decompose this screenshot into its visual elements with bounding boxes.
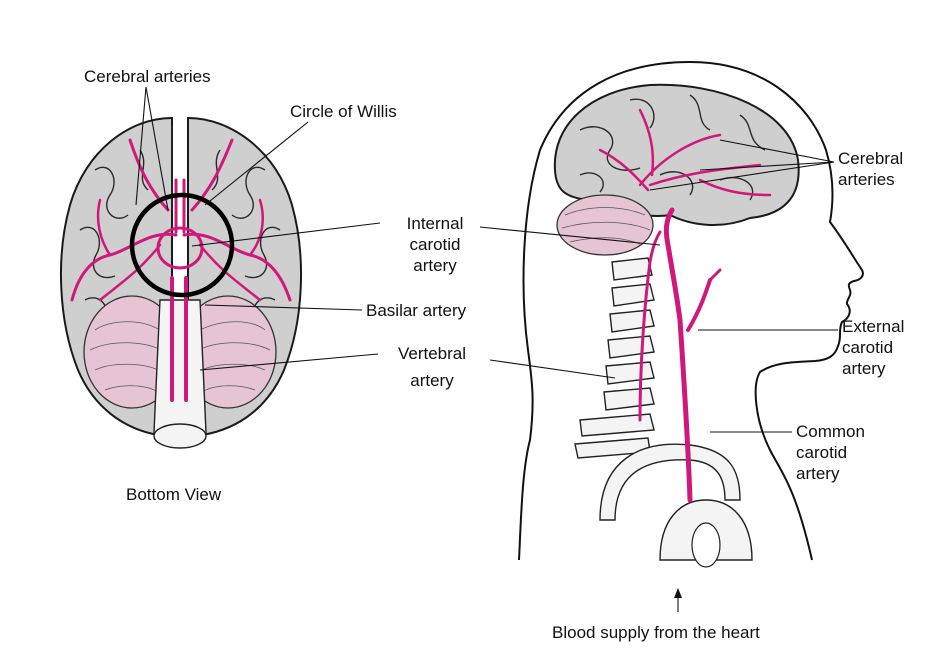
label-external-carotid: External carotid artery — [842, 316, 904, 379]
label-internal-carotid-line3: artery — [413, 256, 457, 275]
caption-bottom-view: Bottom View — [126, 485, 222, 504]
brain-stem — [153, 299, 207, 445]
bottom-view-arteries — [70, 138, 292, 402]
label-external-line3: artery — [842, 359, 886, 378]
label-external-line2: carotid — [842, 338, 894, 357]
label-vertebral-line1: Vertebral — [397, 344, 467, 363]
label-cerebral-arteries-bottom: Cerebral arteries — [84, 67, 211, 86]
side-cerebellum — [556, 194, 654, 256]
label-internal-carotid: Internal carotid artery — [385, 213, 485, 276]
cerebellum-striations — [89, 321, 271, 393]
caption-blood-supply: Blood supply from the heart — [552, 623, 760, 642]
label-common-line3: artery — [796, 464, 840, 483]
head-outline — [518, 60, 864, 561]
circle-of-willis-ring — [129, 192, 235, 298]
label-vertebral-artery: Vertebral artery — [382, 343, 482, 391]
label-cerebral-arteries-side: Cerebral arteries — [838, 148, 903, 190]
label-circle-of-willis: Circle of Willis — [290, 102, 397, 121]
label-common-carotid: Common carotid artery — [796, 421, 865, 484]
heart-inner — [691, 522, 721, 568]
label-internal-carotid-line1: Internal — [406, 214, 464, 233]
label-common-line1: Common — [796, 422, 865, 441]
leader-lines — [135, 86, 838, 612]
spinal-cord-end — [153, 423, 207, 449]
bottom-view-brain — [59, 116, 303, 449]
side-view-arteries — [598, 108, 772, 503]
aortic-arch — [599, 443, 741, 521]
label-internal-carotid-line2: carotid — [409, 235, 461, 254]
label-cerebral-side-line2: arteries — [838, 170, 895, 189]
label-cerebral-side-line1: Cerebral — [838, 149, 904, 168]
label-vertebral-line2: artery — [410, 371, 454, 390]
side-view-head — [518, 60, 864, 568]
label-basilar-artery: Basilar artery — [366, 301, 467, 320]
label-external-line1: External — [842, 317, 905, 336]
label-common-line2: carotid — [796, 443, 848, 462]
